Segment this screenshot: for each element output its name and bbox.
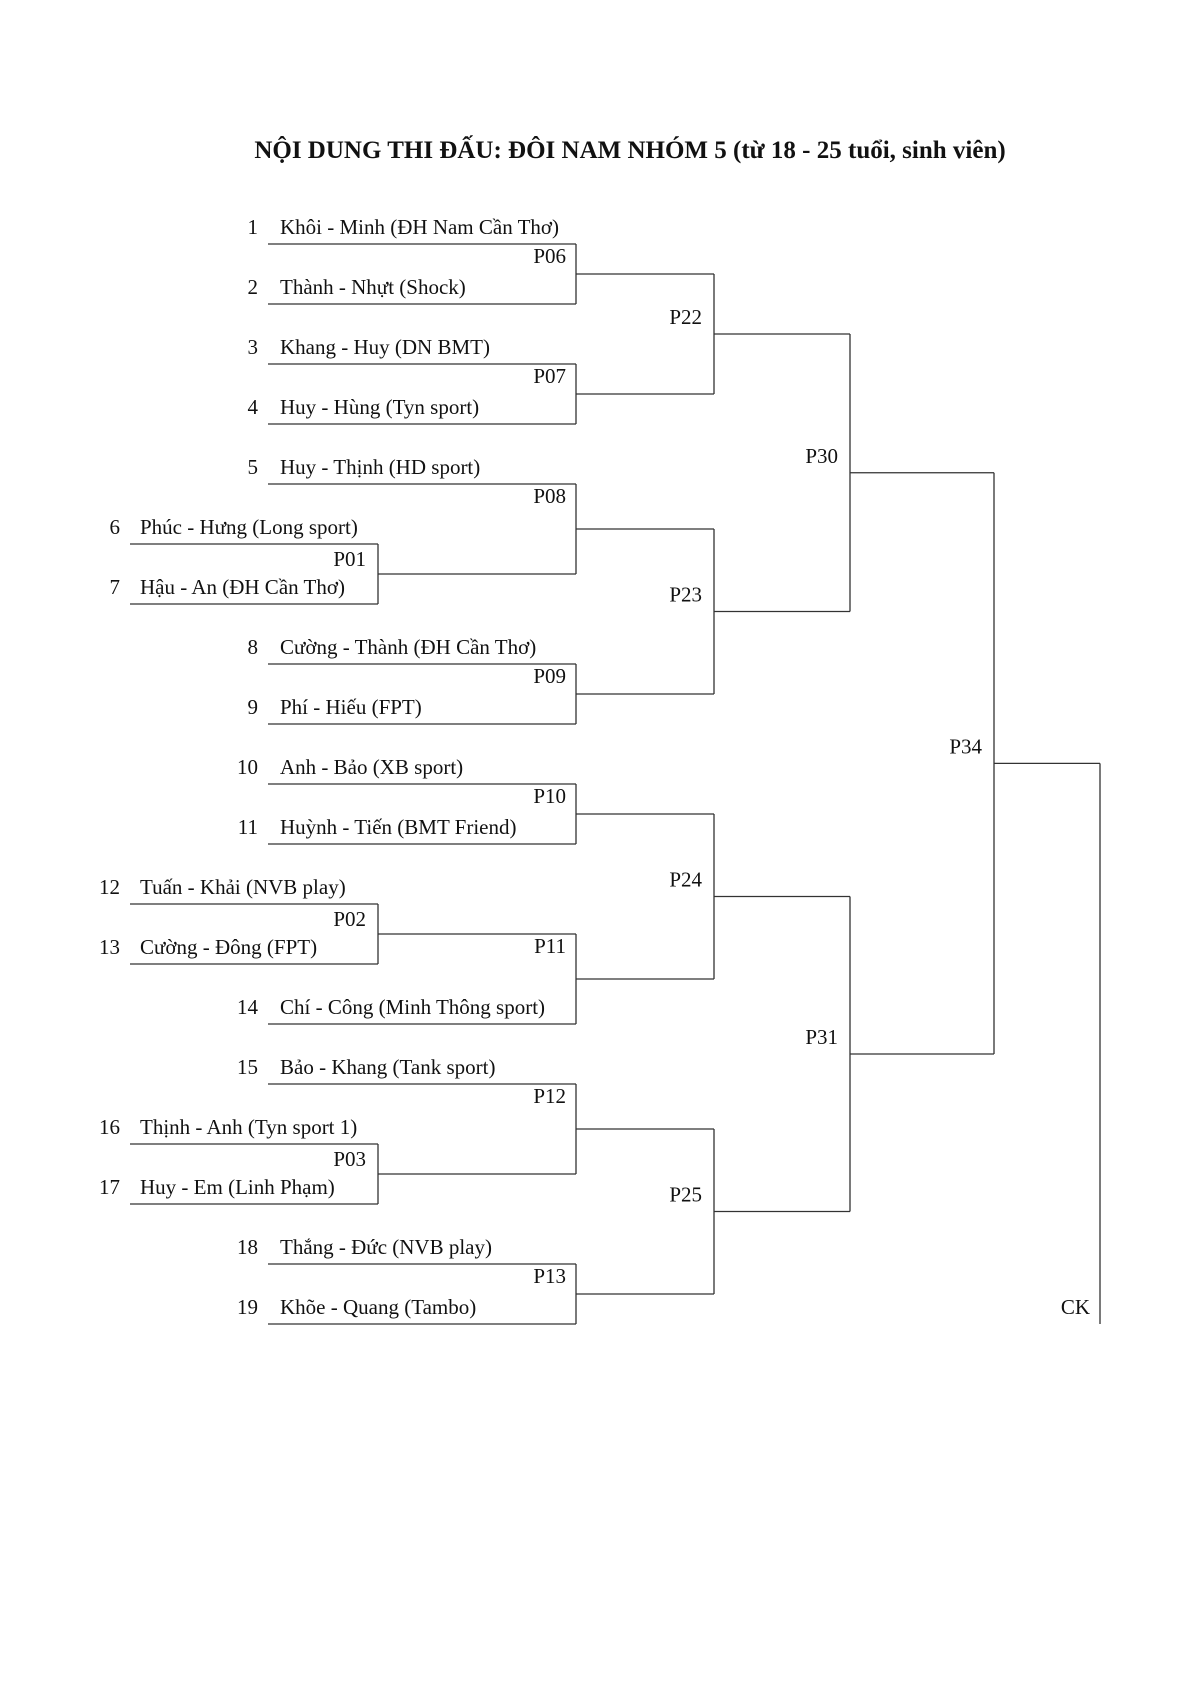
team-name: Chí - Công (Minh Thông sport) bbox=[280, 995, 545, 1019]
team-seed: 2 bbox=[248, 275, 259, 299]
team-seed: 9 bbox=[248, 695, 259, 719]
team-seed: 16 bbox=[99, 1115, 120, 1139]
match-label-round2: P25 bbox=[669, 1183, 702, 1207]
team-name: Cường - Đông (FPT) bbox=[140, 935, 317, 959]
team-seed: 13 bbox=[99, 935, 120, 959]
match-label-round1: P08 bbox=[533, 484, 566, 508]
team-seed: 19 bbox=[237, 1295, 258, 1319]
team-name: Huy - Em (Linh Phạm) bbox=[140, 1175, 335, 1199]
team-name: Hậu - An (ĐH Cần Thơ) bbox=[140, 575, 345, 599]
team-seed: 12 bbox=[99, 875, 120, 899]
match-label-round1: P11 bbox=[534, 934, 566, 958]
team-name: Bảo - Khang (Tank sport) bbox=[280, 1055, 495, 1079]
team-seed: 6 bbox=[110, 515, 121, 539]
match-label-prelim: P02 bbox=[333, 907, 366, 931]
team-seed: 11 bbox=[238, 815, 258, 839]
match-label-round1: P12 bbox=[533, 1084, 566, 1108]
team-seed: 17 bbox=[99, 1175, 120, 1199]
match-label-round2: P22 bbox=[669, 305, 702, 329]
team-name: Phúc - Hưng (Long sport) bbox=[140, 515, 358, 539]
team-name: Huy - Thịnh (HD sport) bbox=[280, 455, 480, 479]
team-seed: 18 bbox=[237, 1235, 258, 1259]
match-label-round1: P07 bbox=[533, 364, 566, 388]
team-seed: 5 bbox=[248, 455, 259, 479]
match-label-round1: P13 bbox=[533, 1264, 566, 1288]
team-seed: 3 bbox=[248, 335, 259, 359]
team-name: Phí - Hiếu (FPT) bbox=[280, 695, 422, 719]
team-name: Khang - Huy (DN BMT) bbox=[280, 335, 490, 359]
match-label-final: P34 bbox=[949, 734, 982, 758]
match-label-round2: P23 bbox=[669, 583, 702, 607]
match-label-semi: P31 bbox=[805, 1025, 838, 1049]
team-name: Thịnh - Anh (Tyn sport 1) bbox=[140, 1115, 357, 1139]
team-seed: 8 bbox=[248, 635, 259, 659]
team-name: Thắng - Đức (NVB play) bbox=[280, 1235, 492, 1259]
team-seed: 10 bbox=[237, 755, 258, 779]
team-name: Khõe - Quang (Tambo) bbox=[280, 1295, 476, 1319]
team-name: Tuấn - Khải (NVB play) bbox=[140, 875, 346, 899]
team-seed: 15 bbox=[237, 1055, 258, 1079]
team-seed: 7 bbox=[110, 575, 121, 599]
match-label-round1: P09 bbox=[533, 664, 566, 688]
team-name: Huỳnh - Tiến (BMT Friend) bbox=[280, 815, 516, 839]
team-seed: 14 bbox=[237, 995, 259, 1019]
page-title: NỘI DUNG THI ĐẤU: ĐÔI NAM NHÓM 5 (từ 18 … bbox=[254, 137, 1006, 164]
team-name: Khôi - Minh (ĐH Nam Cần Thơ) bbox=[280, 215, 559, 239]
champion-label: CK bbox=[1061, 1295, 1090, 1319]
match-label-semi: P30 bbox=[805, 444, 838, 468]
team-name: Huy - Hùng (Tyn sport) bbox=[280, 395, 479, 419]
match-label-prelim: P03 bbox=[333, 1147, 366, 1171]
team-seed: 4 bbox=[248, 395, 259, 419]
team-name: Thành - Nhựt (Shock) bbox=[280, 275, 466, 299]
team-seed: 1 bbox=[248, 215, 259, 239]
match-label-round1: P10 bbox=[533, 784, 566, 808]
match-label-round2: P24 bbox=[669, 868, 702, 892]
team-name: Anh - Bảo (XB sport) bbox=[280, 755, 463, 779]
team-name: Cường - Thành (ĐH Cần Thơ) bbox=[280, 635, 536, 659]
match-label-round1: P06 bbox=[533, 244, 566, 268]
match-label-prelim: P01 bbox=[333, 547, 366, 571]
